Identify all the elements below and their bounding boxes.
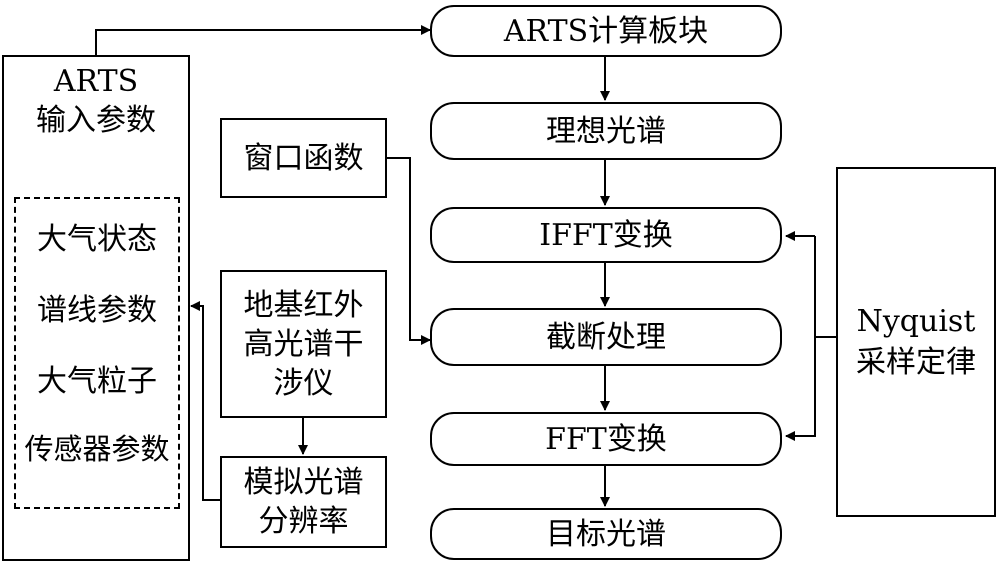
arts-input-title-line2: 输入参数 (36, 103, 156, 138)
arts-input-title-line1: ARTS (53, 64, 139, 99)
spectral-resolution-line1: 模拟光谱 (243, 465, 364, 500)
param-line-parameters: 谱线参数 (37, 293, 157, 328)
arrow-nyquist-lower (785, 337, 816, 441)
flow-ifft-transform: IFFT变换 (430, 207, 782, 263)
arrow-nyquist-bracket (814, 236, 836, 338)
parameter-group: 大气状态 谱线参数 大气粒子 传感器参数 (14, 197, 180, 509)
spectral-resolution-box: 模拟光谱 分辨率 (220, 456, 387, 548)
interferometer-line3: 涉仪 (273, 365, 334, 401)
window-function-label: 窗口函数 (243, 140, 364, 176)
flow-target-spectrum: 目标光谱 (430, 508, 782, 560)
flow-ideal-spectrum: 理想光谱 (430, 102, 782, 160)
spectral-resolution-line2: 分辨率 (258, 504, 349, 539)
flow-fft-transform: FFT变换 (430, 412, 782, 466)
param-sensor-parameters: 传感器参数 (24, 432, 170, 466)
arts-input-panel: ARTS 输入参数 大气状态 谱线参数 大气粒子 传感器参数 (2, 55, 190, 561)
nyquist-line1: Nyquist (856, 304, 976, 339)
nyquist-box: Nyquist 采样定律 (836, 167, 996, 517)
interferometer-line1: 地基红外 (243, 287, 364, 323)
nyquist-line2: 采样定律 (856, 345, 976, 380)
arts-input-title: ARTS 输入参数 (4, 65, 188, 137)
flow-truncation: 截断处理 (430, 308, 782, 366)
param-atmospheric-state: 大气状态 (37, 222, 157, 257)
flow-arts-compute: ARTS计算板块 (430, 5, 782, 57)
param-atmospheric-particles: 大气粒子 (37, 364, 157, 399)
arrow-resolution-to-input (190, 301, 220, 501)
arrow-window-to-truncation (387, 157, 431, 345)
window-function-box: 窗口函数 (220, 118, 387, 198)
arrow-input-to-compute (95, 25, 431, 55)
interferometer-box: 地基红外 高光谱干 涉仪 (220, 270, 387, 418)
interferometer-line2: 高光谱干 (243, 326, 364, 362)
